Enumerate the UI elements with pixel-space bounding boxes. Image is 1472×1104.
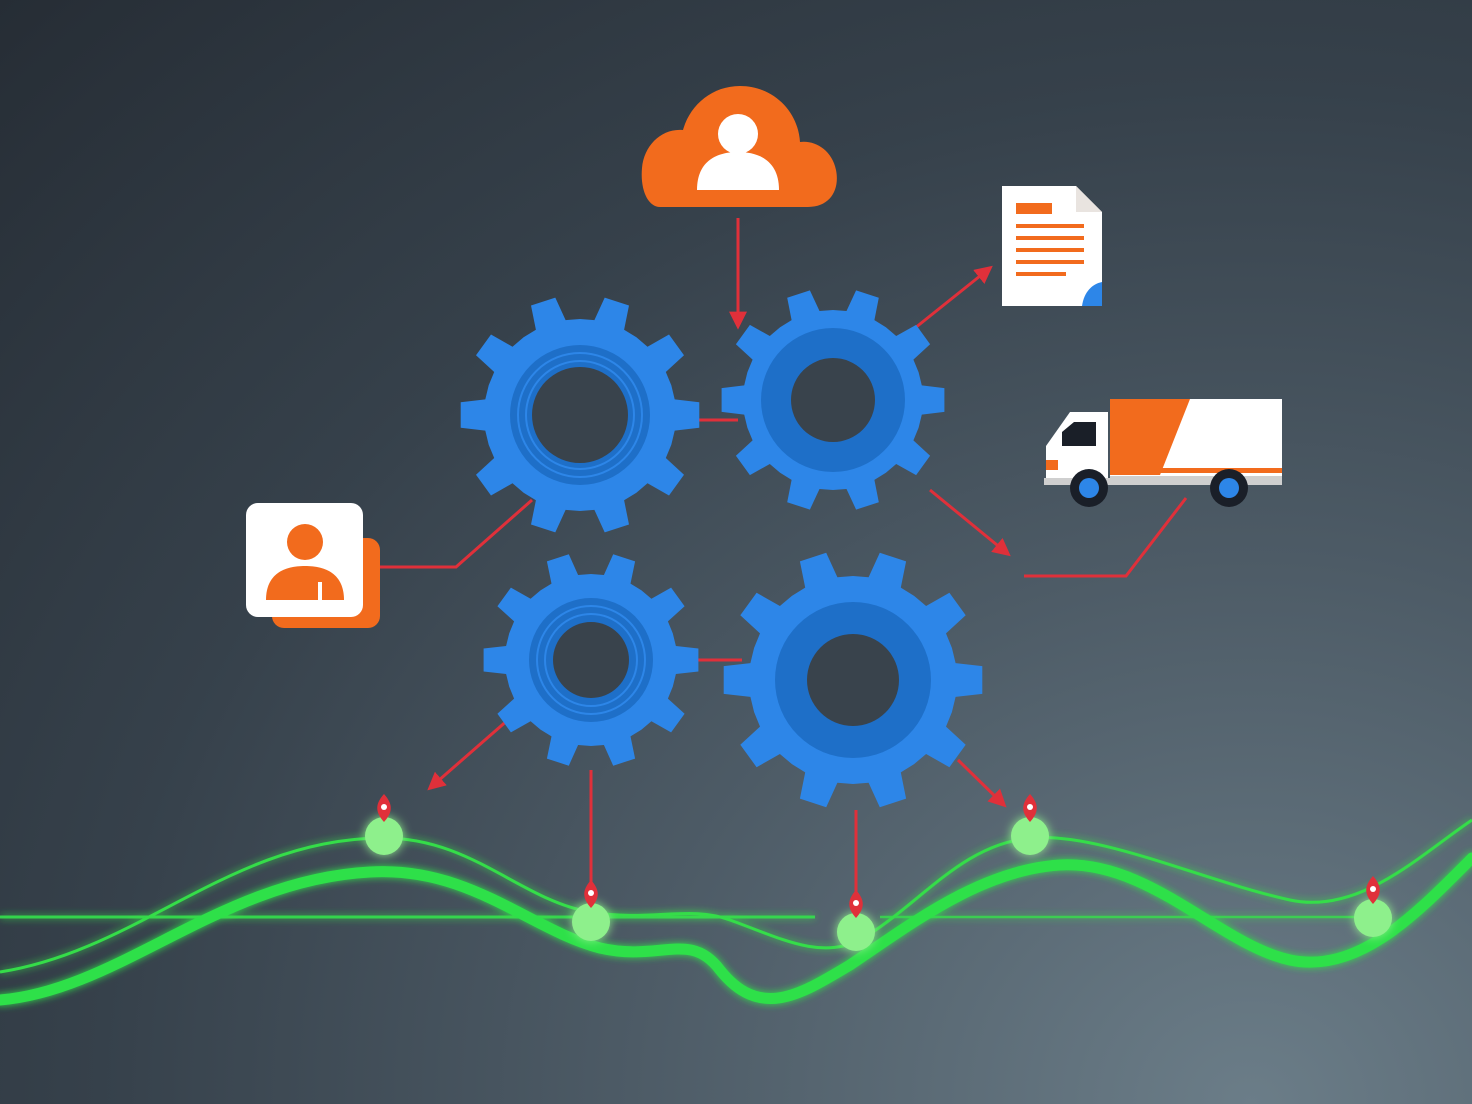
- gear-to-truck-arrow: [929, 488, 1011, 557]
- cloud-user-icon: [641, 86, 837, 207]
- location-marker-icon: [837, 890, 875, 951]
- location-marker-icon: [1354, 876, 1392, 937]
- signal-waves: [0, 818, 1472, 1006]
- location-marker-icon: [572, 880, 610, 941]
- gear4-to-wave-arrow: [956, 758, 1007, 808]
- user-card-icon: [246, 503, 380, 628]
- user-to-gear-line: [380, 498, 533, 569]
- thin-wave: [0, 818, 1472, 974]
- truck-icon: [1044, 399, 1282, 507]
- gear-group: [460, 290, 983, 808]
- document-icon: [1002, 186, 1102, 306]
- truck-link-line: [1024, 497, 1188, 578]
- connectors: [380, 218, 1188, 898]
- location-marker-icon: [365, 794, 403, 855]
- gear-to-document-arrow: [904, 265, 993, 338]
- gear-2-icon: [721, 290, 945, 510]
- thick-wave: [0, 852, 1472, 1006]
- gear-1-icon: [460, 297, 700, 533]
- gear-3-icon: [483, 554, 699, 766]
- location-markers: [365, 794, 1392, 951]
- location-marker-icon: [1011, 794, 1049, 855]
- gear-4-icon: [723, 552, 983, 808]
